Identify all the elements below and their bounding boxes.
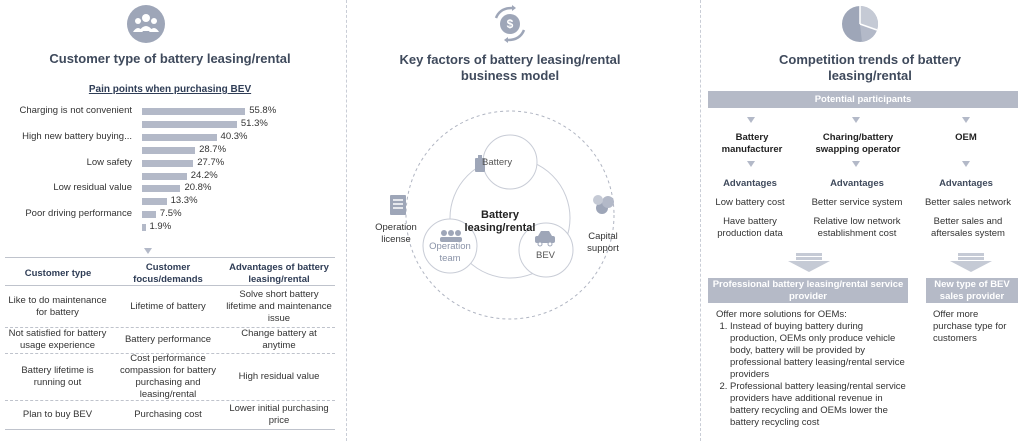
left-title: Customer type of battery leasing/rental bbox=[49, 51, 291, 66]
big-down-arrow-2 bbox=[950, 253, 992, 272]
bar bbox=[142, 133, 217, 141]
table-row-line bbox=[5, 400, 335, 401]
table-cell: Solve short battery lifetime and mainten… bbox=[226, 289, 332, 324]
coins-icon bbox=[593, 195, 614, 214]
adv-1-2: Have battery production data bbox=[717, 216, 783, 239]
table-row-line bbox=[5, 429, 335, 430]
table-cell: Lifetime of battery bbox=[130, 301, 206, 312]
table-cell: Lower initial purchasing price bbox=[229, 402, 329, 426]
bar bbox=[142, 198, 167, 206]
bar bbox=[142, 172, 187, 180]
down-arrow-adv3 bbox=[962, 161, 970, 167]
provider-description: Offer more solutions for OEMs: Instead o… bbox=[716, 309, 906, 429]
bar-value-label: 1.9% bbox=[149, 221, 172, 233]
table-cell: Not satisfied for battery usage experien… bbox=[8, 328, 107, 351]
license-label: Operation license bbox=[375, 222, 417, 245]
down-arrow-col1 bbox=[747, 117, 755, 123]
people-group-icon bbox=[127, 5, 165, 43]
participant-battery-manufacturer: Battery manufacturer bbox=[721, 132, 783, 155]
down-arrow-col2 bbox=[852, 117, 860, 123]
svg-text:$: $ bbox=[507, 17, 514, 31]
operation-team-label: Operation team bbox=[429, 241, 471, 264]
advantages-title-2: Advantages bbox=[830, 178, 884, 189]
bar-category-label: Low safety bbox=[86, 156, 132, 168]
bev-label: BEV bbox=[536, 250, 556, 261]
big-down-arrow-1 bbox=[788, 253, 830, 272]
table-top-line bbox=[5, 257, 335, 258]
right-title: Competition trends of battery leasing/re… bbox=[778, 52, 961, 83]
license-icon bbox=[390, 195, 406, 215]
pie-chart-icon bbox=[842, 5, 879, 42]
table-header-focus: Customer focus/demands bbox=[133, 262, 203, 285]
bar-value-label: 27.7% bbox=[197, 156, 225, 168]
money-exchange-icon: $ bbox=[494, 5, 526, 43]
center-label: Battery leasing/rental bbox=[464, 209, 536, 234]
pain-points-bar-chart: Charging is not convenient 55.8%51.3% High… bbox=[0, 100, 340, 240]
provider-item-2: Professional battery leasing/rental serv… bbox=[730, 381, 906, 429]
new-type-description: Offer more purchase type for customers bbox=[933, 309, 1007, 344]
adv-2-1: Better service system bbox=[811, 197, 903, 208]
bar bbox=[142, 159, 194, 167]
table-cell: Battery performance bbox=[124, 334, 212, 345]
bar-value-label: 7.5% bbox=[159, 208, 182, 220]
table-header-type: Customer type bbox=[24, 268, 92, 279]
provider-item-1: Instead of buying battery during product… bbox=[730, 321, 906, 381]
car-icon bbox=[535, 231, 555, 247]
table-row-line bbox=[5, 353, 335, 354]
bar bbox=[142, 185, 181, 193]
new-type-band: New type of BEV sales provider bbox=[926, 278, 1018, 303]
table-cell: Like to do maintenance for battery bbox=[8, 295, 107, 318]
capital-label: Capital support bbox=[587, 231, 619, 254]
table-cell: Battery lifetime is running out bbox=[21, 364, 94, 388]
key-factors-diagram bbox=[390, 110, 615, 320]
participant-swapping-operator: Charing/battery swapping operator bbox=[815, 132, 901, 155]
bar-category-label: Charging is not convenient bbox=[19, 105, 133, 116]
table-header-line bbox=[5, 285, 335, 286]
left-subtitle: Pain points when purchasing BEV bbox=[88, 84, 252, 95]
potential-participants-band: Potential participants bbox=[708, 91, 1018, 108]
down-arrow-col3 bbox=[962, 117, 970, 123]
down-arrow-left bbox=[144, 248, 152, 254]
adv-3-2: Better sales and aftersales system bbox=[931, 216, 1005, 239]
bar-category-label: Low residual value bbox=[53, 182, 132, 194]
bar bbox=[142, 211, 156, 219]
bar-value-label: 24.2% bbox=[190, 169, 218, 181]
adv-2-2: Relative low network establishment cost bbox=[813, 216, 901, 239]
bar-value-label: 55.8% bbox=[249, 105, 277, 116]
bar-value-label: 51.3% bbox=[240, 117, 268, 129]
advantages-title-3: Advantages bbox=[939, 178, 993, 189]
bar-value-label: 28.7% bbox=[199, 143, 227, 155]
adv-3-1: Better sales network bbox=[924, 197, 1012, 208]
down-arrow-adv2 bbox=[852, 161, 860, 167]
provider-intro: Offer more solutions for OEMs: bbox=[716, 309, 847, 320]
battery-label: Battery bbox=[482, 157, 513, 168]
table-cell: Plan to buy BEV bbox=[22, 408, 93, 420]
bar-value-label: 13.3% bbox=[170, 195, 198, 207]
bar-value-label: 40.3% bbox=[220, 130, 248, 142]
table-cell: Cost performance compassion for battery … bbox=[119, 352, 217, 400]
operation-team-icon bbox=[440, 230, 462, 242]
bar bbox=[142, 120, 237, 128]
down-arrow-adv1 bbox=[747, 161, 755, 167]
table-cell: Change battery at anytime bbox=[241, 328, 317, 351]
adv-1-1: Low battery cost bbox=[715, 197, 785, 208]
table-row-line bbox=[5, 327, 335, 328]
table-cell: High residual value bbox=[238, 370, 320, 382]
bar bbox=[142, 146, 196, 154]
middle-title: Key factors of battery leasing/rental bu… bbox=[399, 52, 621, 83]
divider-right bbox=[700, 0, 701, 441]
table-cell: Purchasing cost bbox=[134, 408, 202, 420]
participant-oem: OEM bbox=[955, 132, 977, 143]
battery-icon bbox=[475, 155, 485, 172]
bar bbox=[142, 224, 146, 232]
divider-left bbox=[346, 0, 347, 441]
professional-provider-band: Professional battery leasing/rental serv… bbox=[708, 278, 908, 303]
bar-category-label: Poor driving performance bbox=[25, 208, 132, 220]
bar bbox=[142, 108, 246, 115]
table-header-advantages: Advantages of battery leasing/rental bbox=[229, 262, 329, 285]
bar-category-label: High new battery buying... bbox=[22, 130, 132, 142]
bar-value-label: 20.8% bbox=[184, 182, 212, 194]
advantages-title-1: Advantages bbox=[723, 178, 777, 189]
